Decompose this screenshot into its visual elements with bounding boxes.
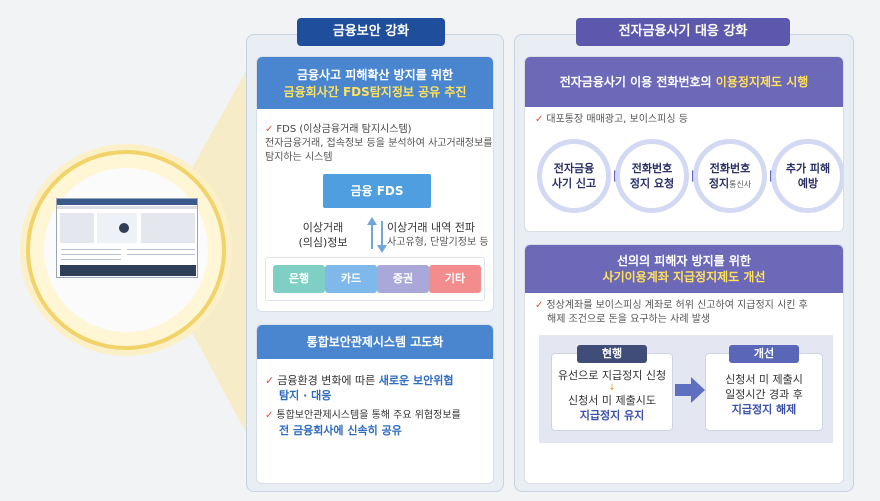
step2-line2: 정지 요청 [629,177,675,190]
fds-definition-body-line2: 탐지하는 시스템 [265,152,333,163]
right-panel-tab: 전자금융사기 대응 강화 [576,18,790,46]
fds-card: 금융사고 피해확산 방지를 위한 금융회사간 FDS탐지정보 공유 추진 ✓FD… [256,56,494,312]
bidirectional-arrows-icon [367,217,387,253]
fds-card-title-line2: 금융회사간 FDS탐지정보 공유 추진 [283,85,467,99]
org-card: 카드 [325,265,377,293]
security-monitoring-card: 통합보안관제시스템 고도화 ✓금융환경 변화에 따른 새로운 보안위협 탐지 ·… [256,324,494,484]
improved-line1: 신청서 미 제출시 [725,373,803,386]
payment-suspension-bullet: ✓정상계좌를 보이스피싱 계좌로 허위 신고하여 지급정지 시킨 후 해제 조건… [535,299,839,327]
improved-system-box: 신청서 미 제출시 일정시간 경과 후 지급정지 해제 [705,353,823,431]
phone-suspension-bullet: ✓대포통장 매매광고, 보이스피싱 등 [535,113,835,127]
step3-line1: 전화번호 [709,161,751,175]
payment-suspension-title-line1: 선의의 피해자 방지를 위한 [617,254,751,268]
item1-accent: 새로운 보안위협 [378,374,454,387]
phone-suspension-card: 전자금융사기 이용 전화번호의 이용정지제도 시행 ✓대포통장 매매광고, 보이… [524,56,844,232]
phone-suspension-title: 전자금융사기 이용 전화번호의 [559,75,716,89]
step4-line1: 추가 피해 [785,162,831,175]
org-etc: 기타 [429,265,481,293]
security-monitoring-item2: ✓통합보안관제시스템을 통해 주요 위협정보를 전 금융회사에 신속히 공유 [265,408,491,438]
right-note-line2: 사고유형, 단말기정보 등 [387,237,489,248]
right-note-line1: 이상거래 내역 전파 [387,221,475,234]
fds-right-note: 이상거래 내역 전파 사고유형, 단말기정보 등 [387,220,493,250]
phone-suspension-bullet-text: 대포통장 매매광고, 보이스피싱 등 [546,114,688,125]
improved-accent: 지급정지 해제 [731,403,797,416]
arrow-down-icon: ↓ [608,383,616,393]
payment-suspension-card: 선의의 피해자 방지를 위한 사기이용계좌 지급정지제도 개선 ✓정상계좌를 보… [524,244,844,484]
improved-line2: 일정시간 경과 후 [725,388,803,401]
fds-definition: ✓FDS (이상금융거래 탐지시스템) 전자금융거래, 접속정보 등을 분석하여… [265,123,493,165]
fds-definition-title: FDS (이상금융거래 탐지시스템) [276,124,412,135]
security-monitoring-header: 통합보안관제시스템 고도화 [257,325,493,359]
current-label: 현행 [577,345,647,363]
left-note-line1: 이상거래 [302,221,344,234]
step1-line2: 사기 신고 [551,177,597,190]
item1-text: 금융환경 변화에 따른 [277,374,379,387]
step1-line1: 전자금융 [553,162,595,175]
step3-line2: 정지 [708,176,730,190]
check-icon: ✓ [535,114,544,125]
step2-line1: 전화번호 [631,162,673,175]
current-line2: 신청서 미 제출시도 [568,394,656,407]
fds-definition-body-line1: 전자금융거래, 접속정보 등을 분석하여 사고거래정보를 [265,138,493,149]
check-icon: ✓ [535,300,544,311]
org-bank: 은행 [273,265,325,293]
phone-suspension-header: 전자금융사기 이용 전화번호의 이용정지제도 시행 [525,57,843,107]
improved-label: 개선 [729,345,799,363]
item1-line2: 탐지 · 대응 [279,389,332,402]
fds-card-title-line1: 금융사고 피해확산 방지를 위한 [296,68,454,82]
payment-bullet-line1: 정상계좌를 보이스피싱 계좌로 허위 신고하여 지급정지 시킨 후 [546,300,808,311]
phone-suspension-title-accent: 이용정지제도 시행 [715,75,809,89]
check-icon: ✓ [265,124,274,135]
left-note-line2: (의심)정보 [298,236,348,249]
check-icon: ✓ [265,374,275,387]
payment-suspension-header: 선의의 피해자 방지를 위한 사기이용계좌 지급정지제도 개선 [525,245,843,293]
org-securities: 증권 [377,265,429,293]
monitoring-screen-thumbnail [56,198,198,278]
security-monitoring-item1: ✓금융환경 변화에 따른 새로운 보안위협 탐지 · 대응 [265,373,491,403]
current-line1: 유선으로 지급정지 신청 [557,369,667,382]
fds-left-note: 이상거래 (의심)정보 [277,220,369,250]
fds-card-header: 금융사고 피해확산 방지를 위한 금융회사간 FDS탐지정보 공유 추진 [257,57,493,109]
big-arrow-right-icon [675,377,705,403]
current-system-box: 유선으로 지급정지 신청 ↓ 신청서 미 제출시도 지급정지 유지 [551,353,673,431]
payment-bullet-line2: 해제 조건으로 돈을 요구하는 사례 발생 [547,314,711,325]
current-accent: 지급정지 유지 [579,409,645,422]
left-panel-tab: 금융보안 강화 [297,18,445,46]
step3-small: 통신사 [729,179,752,189]
payment-suspension-title-line2: 사기이용계좌 지급정지제도 개선 [602,270,766,284]
check-icon: ✓ [265,410,274,421]
item2-text: 통합보안관제시스템을 통해 주요 위협정보를 [276,410,461,421]
fds-label-box: 금융 FDS [323,174,431,208]
step4-line2: 예방 [797,177,819,190]
item2-accent: 전 금융회사에 신속히 공유 [279,424,402,437]
org-row [265,257,485,301]
